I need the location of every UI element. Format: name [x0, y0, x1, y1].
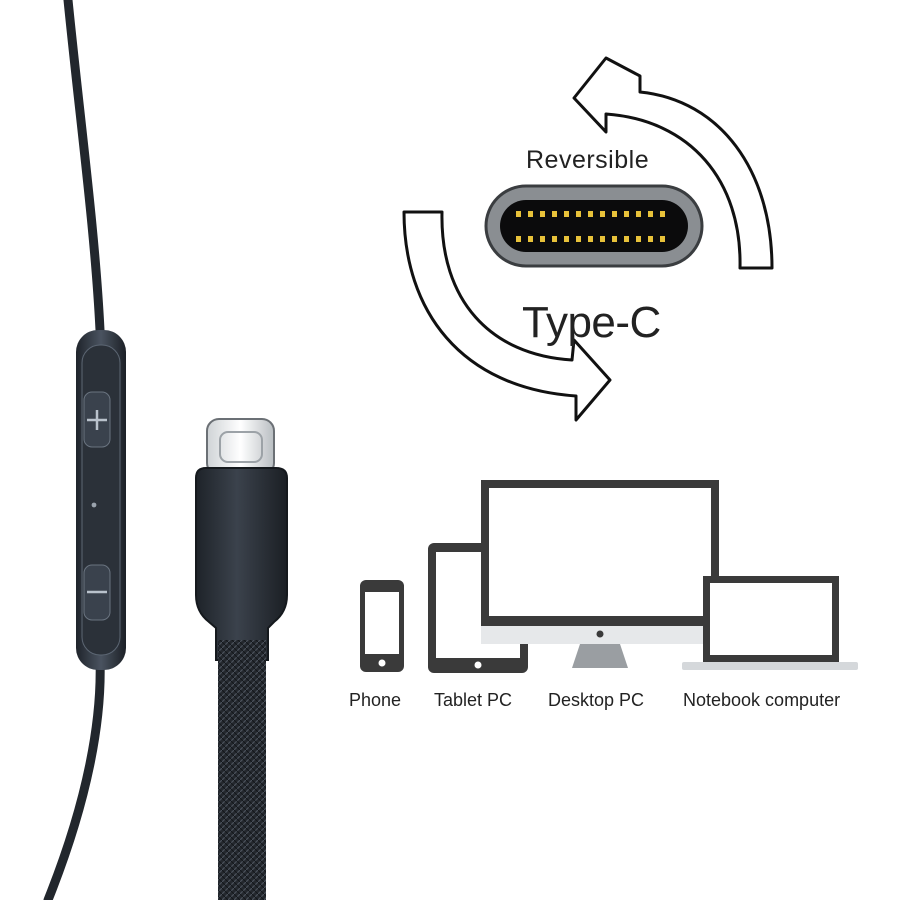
device-label-phone: Phone: [349, 690, 402, 710]
reversible-arrows-icon: [402, 56, 774, 422]
laptop-icon: [682, 576, 858, 670]
usb-c-plug: [195, 418, 288, 900]
usb-c-port-icon: [484, 184, 704, 268]
volume-up-button[interactable]: [83, 391, 111, 448]
earphone-cable: [43, 0, 105, 900]
phone-icon: [360, 580, 404, 672]
type-c-label: Type-C: [522, 298, 661, 347]
device-label-desktop: Desktop PC: [548, 690, 645, 710]
desktop-monitor-icon: [481, 480, 719, 668]
microphone-hole-icon: [91, 502, 97, 508]
device-label-notebook: Notebook computer: [683, 690, 841, 710]
device-label-tablet: Tablet PC: [434, 690, 513, 710]
inline-remote: [76, 330, 126, 670]
volume-down-button[interactable]: [83, 564, 111, 621]
reversible-label: Reversible: [526, 146, 650, 174]
